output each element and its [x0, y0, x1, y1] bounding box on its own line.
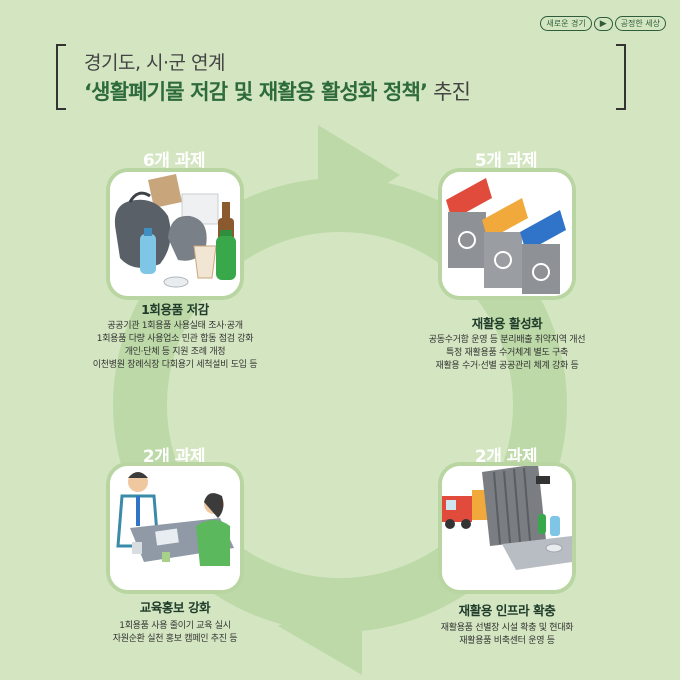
title-block: 경기도, 시·군 연계 ‘생활폐기물 저감 및 재활용 활성화 정책’ 추진 — [56, 42, 626, 110]
item4-description: 재활용품 선별장 시설 확충 및 현대화 재활용품 비축센터 운영 등 — [392, 622, 622, 648]
item2-count: 5개 과제 — [474, 151, 538, 171]
item3-line: 1회용품 사용 줄이기 교육 실시 — [119, 621, 231, 631]
title-highlight: ‘생활폐기물 저감 및 재활용 활성화 정책’ — [84, 80, 428, 104]
item4-card — [442, 466, 572, 590]
item1-title: 1회용품 저감 — [141, 302, 209, 317]
item3-count: 2개 과제 — [142, 447, 206, 467]
item2-title: 재활용 활성화 — [471, 316, 543, 331]
slogan-badge: 새로운 경기 ▶ 공정한 세상 — [540, 16, 666, 31]
item1-line: 1회용품 다량 사용업소 민관 합동 점검 강화 — [96, 334, 254, 344]
item4-count: 2개 과제 — [474, 447, 538, 467]
item3-title: 교육홍보 강화 — [139, 600, 211, 615]
item2-card — [442, 172, 572, 296]
item1-card — [110, 172, 240, 296]
item1-line: 이천병원 장례식장 다회용기 세척설비 도입 등 — [92, 360, 258, 370]
item3-description: 1회용품 사용 줄이기 교육 실시 자원순환 실천 홍보 캠페인 추진 등 — [60, 620, 290, 646]
item1-line: 공공기관 1회용품 사용실태 조사·공개 — [107, 321, 243, 331]
item3-line: 자원순환 실천 홍보 캠페인 추진 등 — [112, 634, 238, 644]
item4-line: 재활용품 선별장 시설 확충 및 현대화 — [440, 623, 574, 633]
item2-description: 공동수거함 운영 등 분리배출 취약지역 개선 특정 재활용품 수거체계 별도 … — [392, 334, 622, 373]
bracket-right — [616, 44, 626, 110]
title-line1: 경기도, 시·군 연계 — [84, 52, 226, 74]
title-line2: ‘생활폐기물 저감 및 재활용 활성화 정책’ 추진 — [84, 76, 471, 106]
trash-bags-icon — [110, 172, 240, 296]
bracket-left — [56, 44, 66, 110]
item1-count: 6개 과제 — [142, 151, 206, 171]
cycle-arrow-bottom — [278, 583, 362, 675]
item2-line: 재활용 수거·선별 공공관리 체계 강화 등 — [435, 361, 579, 371]
item4-line: 재활용품 비축센터 운영 등 — [459, 636, 555, 646]
item2-line: 특정 재활용품 수거체계 별도 구축 — [446, 348, 568, 358]
slogan-left: 새로운 경기 — [540, 16, 592, 31]
recycling-facility-icon — [442, 466, 572, 590]
title-tail: 추진 — [427, 80, 471, 104]
slogan-right: 공정한 세상 — [614, 16, 666, 31]
item4-title: 재활용 인프라 확충 — [458, 603, 556, 618]
item1-line: 개인·단체 등 지원 조례 개정 — [124, 347, 226, 357]
chevron-right-icon: ▶ — [593, 16, 613, 31]
item1-description: 공공기관 1회용품 사용실태 조사·공개 1회용품 다량 사용업소 민관 합동 … — [60, 320, 290, 372]
education-people-icon — [110, 466, 240, 590]
recycling-bins-icon — [442, 172, 572, 296]
item2-line: 공동수거함 운영 등 분리배출 취약지역 개선 — [428, 335, 586, 345]
item3-card — [110, 466, 240, 590]
cycle-arrow-top — [318, 125, 400, 228]
